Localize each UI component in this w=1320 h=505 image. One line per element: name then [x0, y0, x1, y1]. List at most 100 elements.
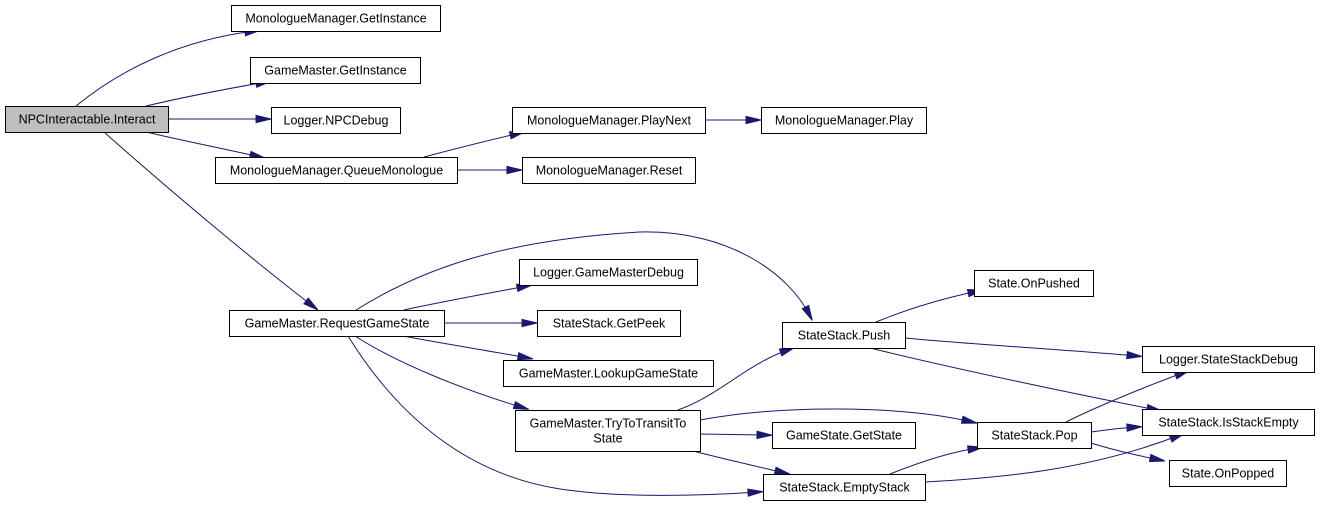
edge-line — [402, 335, 529, 359]
edge-line — [423, 132, 521, 158]
node-logger-npcdebug[interactable]: Logger.NPCDebug — [271, 107, 401, 134]
node-box — [537, 310, 681, 337]
edge-line — [103, 131, 315, 308]
node-label: StateStack.IsStackEmpty — [1158, 416, 1299, 430]
edge-ss_emptystack-to-ss_pop — [889, 445, 984, 475]
node-mm-reset[interactable]: MonologueManager.Reset — [522, 157, 696, 184]
node-label: GameMaster.TryToTransitTo — [530, 417, 687, 431]
edge-line — [699, 433, 768, 436]
arrowhead-icon — [801, 304, 813, 321]
node-label: StateStack.EmptyStack — [779, 481, 910, 495]
node-npc-interact[interactable]: NPCInteractable.Interact — [5, 106, 169, 133]
nodes-layer: NPCInteractable.InteractMonologueManager… — [5, 5, 1315, 501]
node-gm-lookupgamestate[interactable]: GameMaster.LookupGameState — [503, 360, 714, 387]
node-box — [215, 157, 458, 184]
arrowhead-icon — [773, 466, 791, 475]
arrowhead-icon — [960, 415, 978, 424]
node-gm-getinstance[interactable]: GameMaster.GetInstance — [250, 57, 421, 84]
node-label: Logger.NPCDebug — [284, 114, 389, 128]
node-label: Logger.GameMasterDebug — [533, 266, 684, 280]
arrowhead-icon — [1126, 350, 1143, 360]
arrowhead-icon — [521, 318, 538, 328]
edge-ss_push-to-ss_isstackempty — [869, 347, 1163, 413]
node-box — [522, 157, 696, 184]
node-box — [512, 107, 706, 134]
node-gm-requestgamestate[interactable]: GameMaster.RequestGameState — [229, 310, 445, 337]
node-mm-getinstance[interactable]: MonologueManager.GetInstance — [231, 5, 441, 32]
node-label: GameMaster.LookupGameState — [519, 367, 698, 381]
edge-ss_push-to-logger_statestackdebug — [904, 337, 1143, 360]
node-label: MonologueManager.Reset — [536, 164, 683, 178]
node-mm-queuemonologue[interactable]: MonologueManager.QueueMonologue — [215, 157, 458, 184]
node-state-onpopped[interactable]: State.OnPopped — [1169, 460, 1287, 487]
arrowhead-icon — [255, 114, 272, 124]
node-box — [5, 106, 169, 133]
edge-gm_requestgamestate-to-ss_emptystack — [347, 335, 764, 497]
edge-line — [677, 348, 791, 411]
edge-line — [75, 30, 256, 107]
node-logger-gamemasterdebug[interactable]: Logger.GameMasterDebug — [519, 259, 698, 286]
edge-npc_interact-to-logger_npcdebug — [168, 114, 272, 124]
edge-line — [699, 408, 973, 423]
arrowhead-icon — [506, 165, 523, 175]
node-gs-getstate[interactable]: GameState.GetState — [772, 422, 916, 449]
node-label: GameMaster.RequestGameState — [245, 317, 430, 331]
edge-npc_interact-to-mm_getinstance — [75, 28, 261, 107]
node-box — [977, 422, 1092, 449]
edge-line — [145, 131, 261, 158]
edge-gm_requestgamestate-to-logger_gamemasterdebug — [403, 283, 533, 311]
edge-npc_interact-to-gm_requestgamestate — [103, 131, 319, 311]
edge-gm_requestgamestate-to-gm_trytotransit — [354, 335, 530, 410]
node-box — [503, 360, 714, 387]
node-box — [1142, 409, 1315, 436]
node-ss-push[interactable]: StateStack.Push — [782, 322, 906, 349]
node-mm-play[interactable]: MonologueManager.Play — [761, 107, 927, 134]
node-label: MonologueManager.GetInstance — [245, 12, 426, 26]
node-box — [229, 310, 445, 337]
node-box — [515, 410, 701, 452]
edges-layer — [75, 28, 1190, 497]
edge-gm_requestgamestate-to-gm_lookupgamestate — [402, 335, 534, 361]
arrowhead-icon — [1148, 453, 1166, 463]
arrowhead-icon — [747, 488, 764, 497]
node-box — [763, 474, 926, 501]
node-box — [519, 259, 698, 286]
arrowhead-icon — [512, 400, 530, 410]
node-ss-isstackempty[interactable]: StateStack.IsStackEmpty — [1142, 409, 1315, 436]
node-label: MonologueManager.Play — [775, 114, 914, 128]
edge-line — [904, 337, 1138, 357]
node-ss-getpeek[interactable]: StateStack.GetPeek — [537, 310, 681, 337]
node-label: GameState.GetState — [786, 429, 902, 443]
edge-npc_interact-to-gm_getinstance — [145, 79, 272, 107]
node-box — [974, 270, 1094, 297]
edge-mm_queuemonologue-to-mm_playnext — [423, 131, 526, 158]
node-box — [782, 322, 906, 349]
node-ss-emptystack[interactable]: StateStack.EmptyStack — [763, 474, 926, 501]
edge-mm_queuemonologue-to-mm_reset — [457, 165, 523, 175]
edge-line — [692, 450, 786, 474]
edge-line — [403, 285, 528, 311]
node-mm-playnext[interactable]: MonologueManager.PlayNext — [512, 107, 706, 134]
edge-gm_trytotransit-to-ss_emptystack — [692, 450, 791, 475]
edge-line — [354, 335, 525, 409]
node-state-onpushed[interactable]: State.OnPushed — [974, 270, 1094, 297]
node-box — [761, 107, 927, 134]
edge-line — [875, 290, 979, 323]
node-label: NPCInteractable.Interact — [19, 113, 156, 127]
edge-mm_playnext-to-mm_play — [705, 115, 762, 125]
arrowhead-icon — [745, 115, 762, 125]
edge-ss_push-to-state_onpushed — [875, 289, 984, 323]
node-ss-pop[interactable]: StateStack.Pop — [977, 422, 1092, 449]
edge-gm_trytotransit-to-gs_getstate — [699, 430, 773, 440]
node-label: GameMaster.GetInstance — [264, 64, 406, 78]
edge-gm_requestgamestate-to-ss_push — [355, 231, 813, 321]
edge-line — [869, 347, 1158, 411]
edge-gm_trytotransit-to-ss_pop — [699, 408, 978, 424]
edge-line — [145, 81, 267, 107]
node-box — [250, 57, 421, 84]
node-logger-statestackdebug[interactable]: Logger.StateStackDebug — [1142, 346, 1315, 373]
node-label: MonologueManager.PlayNext — [527, 114, 692, 128]
arrowhead-icon — [516, 351, 534, 361]
